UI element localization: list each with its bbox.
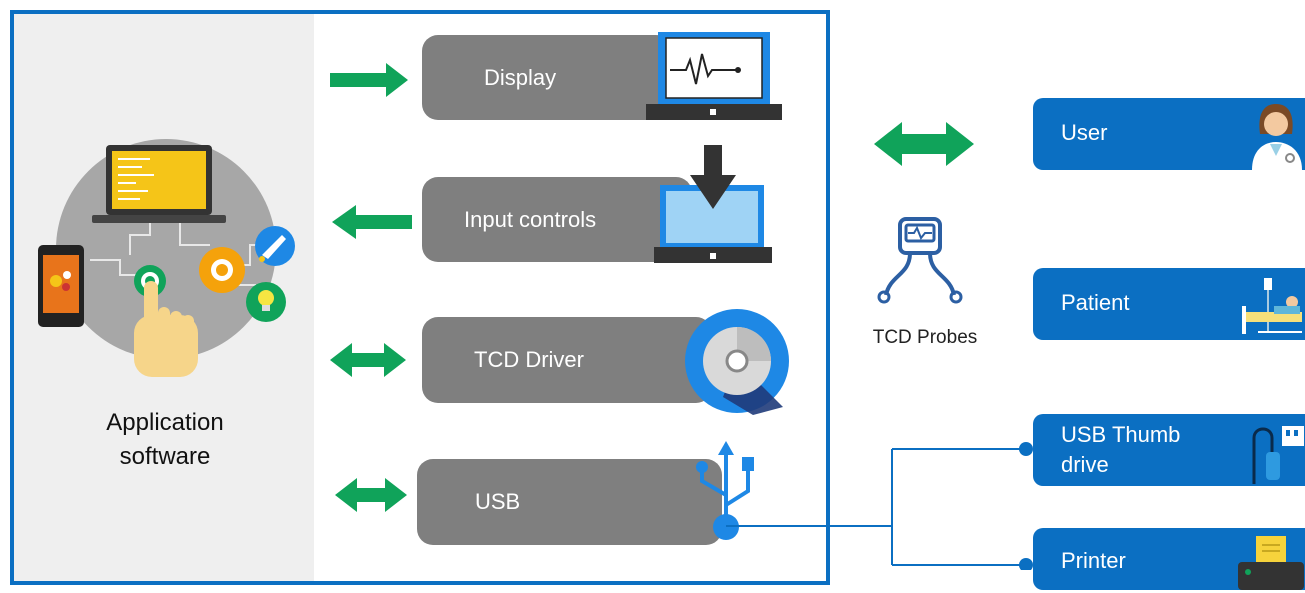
arrow-double-user [874, 122, 974, 166]
gear-icon [199, 247, 245, 293]
tcd-driver-label: TCD Driver [474, 347, 584, 372]
usb-drive-icon [1252, 426, 1304, 484]
app-label-line1: Application [106, 409, 224, 436]
patient-box: Patient [1033, 268, 1305, 340]
input-download-icon [654, 145, 772, 263]
patient-label: Patient [1061, 290, 1130, 315]
display-label: Display [484, 64, 557, 90]
input-controls-module: Input controls [422, 177, 692, 262]
usb-thumb-label-line2: drive [1061, 452, 1109, 477]
lightbulb-icon [246, 282, 286, 322]
user-label: User [1061, 120, 1108, 145]
usb-thumb-drive-box: USB Thumb drive [1033, 414, 1305, 486]
arrow-double-tcd [330, 343, 406, 377]
printer-label: Printer [1061, 548, 1126, 573]
disc-icon [685, 309, 789, 415]
display-module: Display [422, 35, 672, 120]
tcd-probes-icon [877, 217, 963, 304]
pointing-hand-icon [134, 281, 198, 377]
app-label-line2: software [119, 443, 211, 470]
usb-module: USB [417, 459, 722, 545]
arrow-double-usb [335, 478, 407, 512]
usb-connector-lines [726, 442, 1033, 570]
tcd-probes-label: TCD Probes [872, 327, 978, 348]
doctor-icon [1252, 104, 1302, 170]
arrow-right-display [330, 63, 408, 97]
rocket-icon [255, 226, 295, 266]
usb-thumb-label: USB Thumb drive [1061, 420, 1180, 480]
arrow-left-input [332, 205, 412, 239]
usb-label: USB [475, 489, 521, 514]
application-software-label: Application software [60, 406, 270, 474]
tcd-driver-module: TCD Driver [422, 317, 712, 403]
laptop-icon [92, 145, 226, 223]
monitor-icon [646, 32, 782, 120]
hospital-bed-icon [1242, 278, 1302, 334]
application-illustration [38, 139, 295, 377]
printer-icon [1238, 536, 1304, 590]
usb-thumb-label-line1: USB Thumb [1061, 422, 1181, 447]
input-controls-label: Input controls [464, 206, 597, 232]
smartphone-icon [38, 245, 84, 327]
